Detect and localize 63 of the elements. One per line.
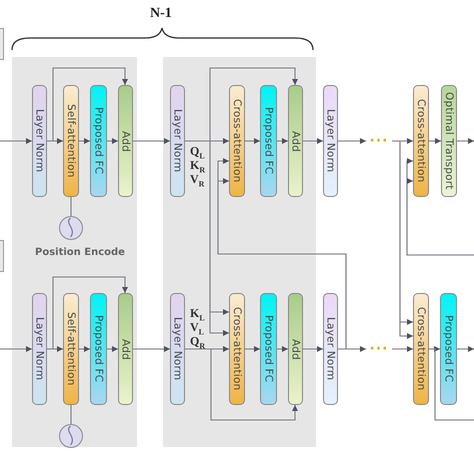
module-block: Cross-attention bbox=[413, 85, 429, 197]
edge-label: Q$_{R}$ bbox=[190, 335, 206, 352]
repeat-count-label: N-1 bbox=[150, 6, 172, 22]
module-block: Layer Norm bbox=[32, 293, 47, 405]
module-block: Self-attention bbox=[63, 85, 79, 197]
module-block: Cross-attention bbox=[229, 85, 245, 197]
ellipsis-text: ··· bbox=[366, 342, 392, 356]
module-block: Add bbox=[288, 85, 303, 197]
module-block: Proposed FC bbox=[260, 293, 277, 405]
module-block: Add bbox=[118, 85, 133, 197]
arrow bbox=[79, 346, 90, 352]
encoding-circle bbox=[59, 424, 83, 448]
arrow bbox=[79, 138, 90, 144]
caption-text: Position Encode bbox=[35, 247, 125, 258]
module-block: Proposed FC bbox=[90, 293, 107, 405]
arrow bbox=[338, 346, 366, 352]
connector-line bbox=[70, 405, 72, 424]
edge-label: Q$_{L}$ bbox=[190, 145, 205, 161]
arrow bbox=[392, 346, 413, 352]
arrow bbox=[133, 138, 170, 144]
arrow bbox=[47, 67, 128, 142]
block-panel bbox=[12, 57, 137, 447]
encoding-circle bbox=[59, 216, 83, 240]
arrow bbox=[107, 346, 118, 352]
arrow bbox=[0, 138, 32, 144]
module-block: Optimal Transport bbox=[441, 85, 457, 197]
arrow bbox=[245, 138, 260, 144]
arrow bbox=[277, 346, 288, 352]
edge-label: K$_{R}$ bbox=[190, 159, 206, 175]
arrow bbox=[0, 346, 32, 352]
arrow bbox=[107, 138, 118, 144]
module-block: Proposed FC bbox=[440, 293, 457, 405]
module-block: Layer Norm bbox=[170, 85, 185, 197]
module-block: Layer Norm bbox=[323, 293, 338, 405]
module-block: Proposed FC bbox=[90, 85, 107, 197]
arrow bbox=[277, 138, 288, 144]
arrow bbox=[457, 138, 474, 144]
arrow bbox=[303, 138, 323, 144]
module-block: Cross-attention bbox=[229, 293, 245, 405]
block-panel bbox=[163, 57, 316, 447]
module-block: Cross-attention bbox=[413, 293, 429, 405]
arrow bbox=[429, 138, 441, 144]
arrow bbox=[338, 138, 366, 144]
arrow bbox=[245, 346, 260, 352]
ellipsis-text: ··· bbox=[366, 134, 392, 148]
module-block: Layer Norm bbox=[170, 293, 185, 405]
edge-label: V$_{R}$ bbox=[190, 173, 204, 190]
module-block: Add bbox=[118, 293, 133, 405]
arrow bbox=[133, 346, 170, 352]
module-block: Proposed FC bbox=[260, 85, 277, 197]
edge-label: K$_{L}$ bbox=[190, 307, 205, 323]
edge-label: V$_{L}$ bbox=[190, 321, 204, 337]
arrow bbox=[185, 348, 298, 421]
arrow bbox=[406, 178, 474, 256]
arrow bbox=[303, 346, 323, 352]
connector-line bbox=[70, 197, 72, 216]
arrow bbox=[457, 346, 474, 352]
module-block: Self-attention bbox=[63, 293, 79, 405]
connector-line bbox=[429, 348, 474, 421]
module-block: Add bbox=[288, 293, 303, 405]
module-block: Layer Norm bbox=[323, 85, 338, 197]
arrow bbox=[47, 276, 128, 350]
module-block: Layer Norm bbox=[32, 85, 47, 197]
